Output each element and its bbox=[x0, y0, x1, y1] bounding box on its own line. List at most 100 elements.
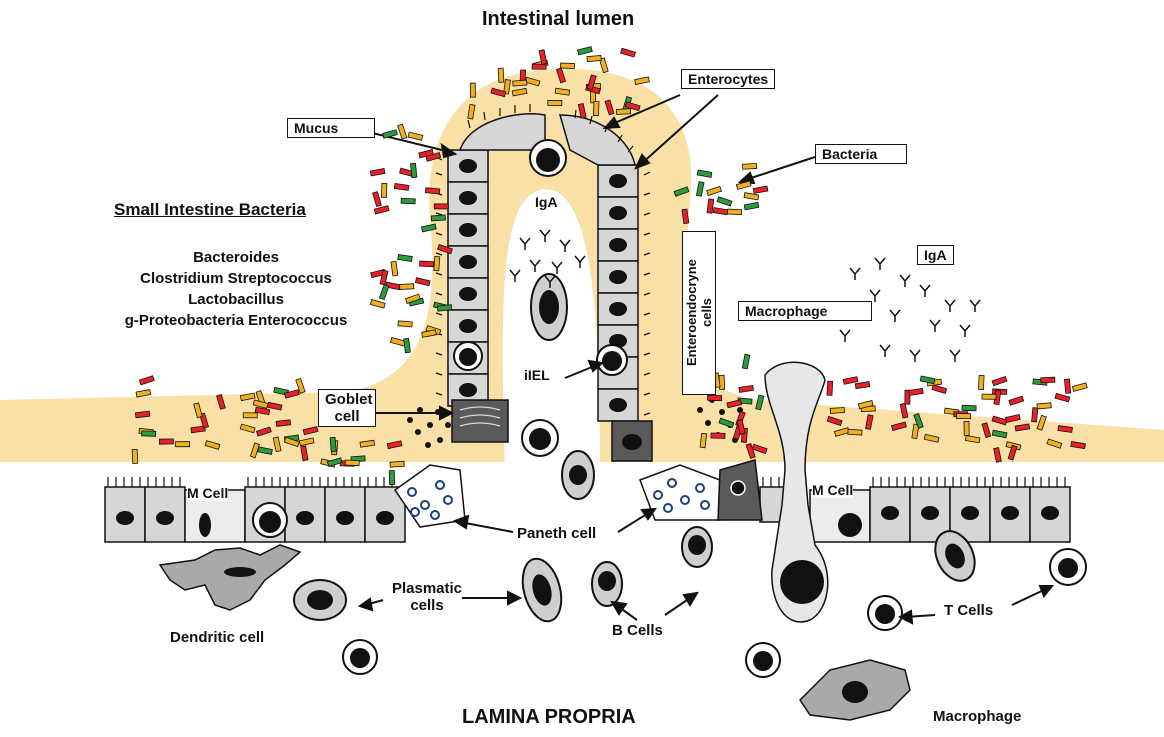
bacterium bbox=[560, 63, 574, 68]
bacterium bbox=[982, 394, 996, 399]
bacterium bbox=[381, 183, 387, 197]
bacteria-list-item: g-Proteobacteria Enterococcus bbox=[118, 310, 354, 331]
bacterium bbox=[389, 471, 394, 485]
bacteria-list-item: Lactobacillus bbox=[118, 289, 354, 310]
bacterium bbox=[713, 208, 728, 215]
paneth-cell-label: Paneth cell bbox=[517, 525, 596, 542]
bacterium bbox=[964, 421, 969, 435]
bacterium bbox=[373, 192, 382, 207]
macrophage-top-label: Macrophage bbox=[738, 301, 872, 321]
bacterium bbox=[616, 109, 630, 115]
bacterium bbox=[696, 182, 704, 197]
bacterium bbox=[843, 377, 858, 385]
bacterium bbox=[753, 186, 768, 193]
enteroendocryne-line2: cells bbox=[699, 236, 714, 390]
bacterium bbox=[159, 439, 173, 444]
bacterium bbox=[345, 460, 359, 466]
goblet-line1: Goblet bbox=[325, 391, 369, 408]
bacterium bbox=[425, 188, 439, 194]
bacterium bbox=[848, 429, 862, 435]
bacterium bbox=[962, 405, 976, 410]
bacterium bbox=[1037, 403, 1051, 409]
enteroendocryne-line1: Enteroendocryne bbox=[684, 236, 699, 390]
b-cells-label: B Cells bbox=[612, 622, 663, 639]
bacterium bbox=[420, 261, 434, 267]
bacterium bbox=[992, 376, 1007, 385]
bacteria-label: Bacteria bbox=[815, 144, 907, 164]
bacterium bbox=[513, 80, 527, 86]
bacterium bbox=[708, 395, 722, 400]
bacterium bbox=[398, 254, 413, 261]
bacterium bbox=[548, 100, 562, 105]
m-cell-right-label: M Cell bbox=[812, 482, 853, 498]
bacterium bbox=[391, 338, 406, 346]
lumen-title: Intestinal lumen bbox=[482, 8, 634, 31]
bacterium bbox=[431, 215, 445, 221]
bacterium bbox=[370, 300, 385, 309]
bacterium bbox=[383, 130, 398, 138]
bacterium bbox=[1032, 408, 1038, 422]
bacterium bbox=[136, 390, 151, 397]
m-cell-left-label: M Cell bbox=[187, 485, 228, 501]
bacterium bbox=[593, 101, 599, 115]
bacterium bbox=[437, 305, 451, 311]
enteroendocryne-label: Enteroendocryne cells bbox=[682, 231, 716, 395]
bacterium bbox=[1041, 377, 1055, 383]
goblet-cell-label: Goblet cell bbox=[318, 389, 376, 427]
paneth-cells bbox=[395, 465, 720, 527]
bacterium bbox=[742, 163, 756, 169]
bacterium bbox=[635, 77, 650, 85]
bacterium bbox=[700, 433, 707, 447]
enteroendocrine-nucleus bbox=[731, 481, 745, 495]
bacterium bbox=[932, 385, 947, 394]
bacterium bbox=[398, 321, 412, 327]
bacterium bbox=[390, 461, 404, 467]
plasmatic-line1: Plasmatic bbox=[385, 580, 469, 597]
bacterium bbox=[243, 413, 257, 418]
bacterium bbox=[434, 256, 440, 270]
bacterium bbox=[404, 338, 411, 353]
bacterium bbox=[132, 449, 138, 463]
bacterium bbox=[707, 186, 722, 195]
bacterium bbox=[498, 68, 504, 82]
bacterium bbox=[330, 437, 336, 451]
bacterium bbox=[411, 163, 417, 177]
bacterium bbox=[379, 285, 388, 300]
iga-lumen-label: IgA bbox=[535, 194, 558, 210]
bacterium bbox=[1064, 379, 1070, 393]
bacterium bbox=[374, 206, 389, 214]
bacteria-list-item: Clostridium Streptococcus bbox=[118, 268, 354, 289]
bacterium bbox=[909, 388, 924, 395]
lamina-propria-title: LAMINA PROPRIA bbox=[462, 706, 636, 729]
bacterium bbox=[957, 414, 971, 419]
bacterium bbox=[827, 381, 833, 395]
bacteria-list-item: Bacteroides bbox=[118, 247, 354, 268]
bacterium bbox=[739, 385, 754, 392]
bacterium bbox=[711, 433, 725, 438]
bacterium bbox=[276, 420, 290, 427]
iiel-label: iIEL bbox=[524, 367, 550, 383]
bacterium bbox=[587, 55, 601, 61]
bacterium bbox=[470, 83, 475, 97]
bacterium bbox=[697, 170, 712, 177]
bacterium bbox=[621, 48, 636, 57]
bacterium bbox=[391, 261, 398, 276]
mucus-label: Mucus bbox=[287, 118, 375, 138]
macrophage-bottom-label: Macrophage bbox=[933, 708, 1021, 725]
bacterium bbox=[1009, 396, 1024, 405]
bacterium bbox=[408, 132, 423, 140]
bacterium bbox=[830, 408, 844, 414]
enterocytes-label: Enterocytes bbox=[681, 69, 775, 89]
plasmatic-line2: cells bbox=[385, 597, 469, 614]
plasmatic-cells-label: Plasmatic cells bbox=[385, 580, 469, 614]
bacterium bbox=[434, 204, 448, 209]
bacterium bbox=[744, 202, 759, 209]
bacterium bbox=[532, 64, 546, 69]
bacterium bbox=[920, 376, 935, 384]
bacteria-list-heading: Small Intestine Bacteria bbox=[114, 200, 306, 220]
bacterium bbox=[978, 375, 984, 389]
bacterium bbox=[744, 193, 759, 200]
iga-label: IgA bbox=[917, 245, 954, 265]
bacterium bbox=[855, 382, 870, 389]
